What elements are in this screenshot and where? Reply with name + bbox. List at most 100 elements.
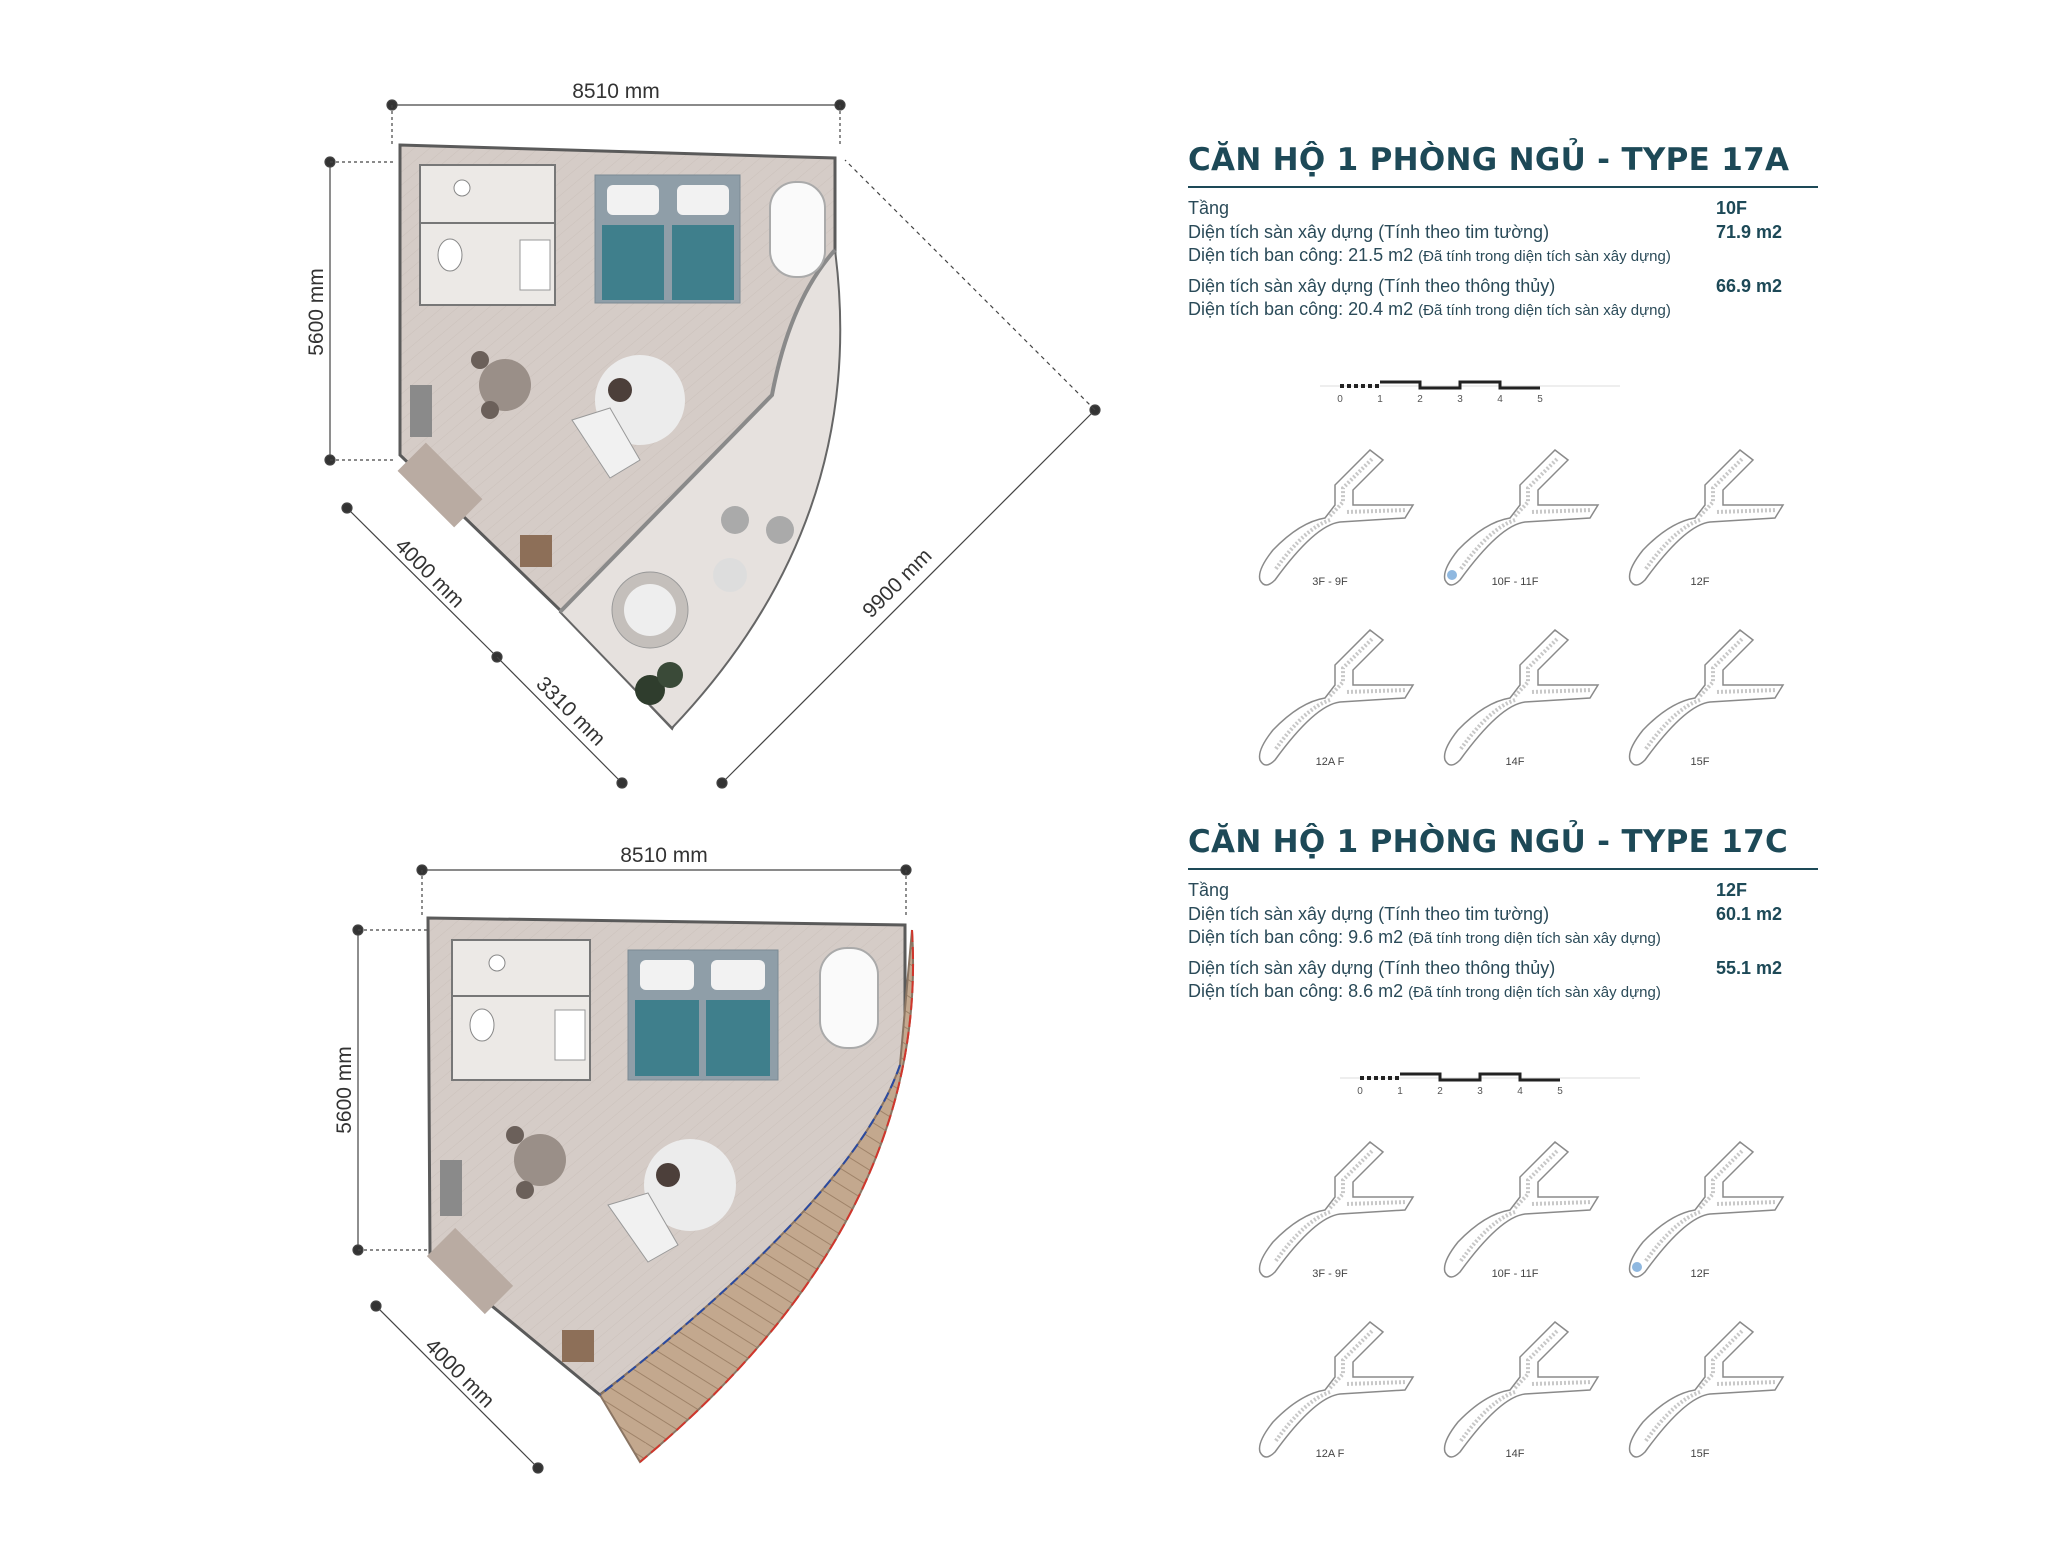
building-outline — [1258, 449, 1415, 586]
info-row-area-clear: Diện tích sàn xây dựng (Tính theo thông … — [1188, 274, 1818, 298]
dimension-top: 8510 mm — [572, 80, 660, 103]
key-plans-17a: 0 1 2 3 4 5 3F - 9F 10F - 11F 12F 12A F 14F 1… — [1258, 380, 1785, 768]
info-row-balcony-clear: Diện tích ban công: 8.6 m2 (Đã tính tron… — [1188, 980, 1818, 1002]
building-outline — [1258, 629, 1415, 766]
apartment-title: CĂN HỘ 1 PHÒNG NGỦ - TYPE 17C — [1188, 824, 1818, 870]
info-row-balcony-wall: Diện tích ban công: 9.6 m2 (Đã tính tron… — [1188, 926, 1818, 948]
info-row-balcony-clear: Diện tích ban công: 20.4 m2 (Đã tính tro… — [1188, 298, 1818, 320]
info-row-balcony-wall: Diện tích ban công: 21.5 m2 (Đã tính tro… — [1188, 244, 1818, 266]
info-row-area-clear: Diện tích sàn xây dựng (Tính theo thông … — [1188, 956, 1818, 980]
key-plans-17c: 0 1 2 3 4 5 3F - 9F 10F - 11F 12F 12A F 14F 1… — [1258, 1072, 1785, 1460]
info-row-area-wall: Diện tích sàn xây dựng (Tính theo tim tư… — [1188, 220, 1818, 244]
key-plan: 12A F — [1258, 629, 1415, 768]
info-value: 71.9 m2 — [1716, 222, 1783, 242]
info-row-floor: Tầng 10F — [1188, 196, 1818, 220]
building-outline — [1628, 1321, 1785, 1458]
building-outline — [1443, 1321, 1600, 1458]
floor-plan-17c: 8510 mm 5600 mm 4000 mm — [333, 844, 914, 1474]
unit-hatch — [1643, 636, 1778, 752]
scale-label: 3 — [1477, 1086, 1483, 1097]
info-note: (Đã tính trong diện tích sàn xây dựng) — [1408, 984, 1661, 1001]
scale-bar: 0 1 2 3 4 5 — [1340, 1072, 1640, 1097]
key-plan-label: 12F — [1691, 1268, 1710, 1280]
info-value: 12F — [1716, 880, 1748, 900]
info-note: (Đã tính trong diện tích sàn xây dựng) — [1408, 930, 1661, 947]
key-plan: 15F — [1628, 629, 1785, 768]
unit-hatch — [1273, 1148, 1408, 1264]
info-value: 55.1 m2 — [1716, 958, 1783, 978]
scale-label: 2 — [1417, 394, 1423, 405]
info-row-floor: Tầng 12F — [1188, 878, 1818, 902]
building-outline — [1443, 629, 1600, 766]
unit-hatch — [1273, 1328, 1408, 1444]
info-label: Diện tích sàn xây dựng (Tính theo thông … — [1188, 276, 1556, 296]
apartment-title: CĂN HỘ 1 PHÒNG NGỦ - TYPE 17A — [1188, 142, 1818, 188]
key-plan-label: 10F - 11F — [1492, 1268, 1539, 1280]
scale-label: 0 — [1357, 1086, 1363, 1097]
info-label: Diện tích ban công: 9.6 m2 — [1188, 927, 1404, 947]
key-plan-label: 3F - 9F — [1312, 576, 1348, 588]
scale-label: 4 — [1517, 1086, 1523, 1097]
info-label: Diện tích sàn xây dựng (Tính theo thông … — [1188, 958, 1556, 978]
key-plan-label: 14F — [1506, 1448, 1525, 1460]
key-plan: 3F - 9F — [1258, 1141, 1415, 1280]
building-outline — [1258, 1321, 1415, 1458]
key-plan-label: 12F — [1691, 576, 1710, 588]
key-plan: 12F — [1628, 1141, 1785, 1280]
info-value: 60.1 m2 — [1716, 904, 1783, 924]
key-plan: 10F - 11F — [1443, 1141, 1600, 1280]
apartment-info-17c: CĂN HỘ 1 PHÒNG NGỦ - TYPE 17C Tầng 12F D… — [1188, 824, 1818, 1002]
scale-label: 4 — [1497, 394, 1503, 405]
info-label: Diện tích ban công: 21.5 m2 — [1188, 245, 1414, 265]
key-plan: 14F — [1443, 1321, 1600, 1460]
info-label: Tầng — [1188, 880, 1230, 900]
scale-label: 3 — [1457, 394, 1463, 405]
key-plan-label: 12A F — [1316, 756, 1345, 768]
unit-hatch — [1273, 636, 1408, 752]
key-plan-label: 10F - 11F — [1492, 576, 1539, 588]
info-label: Tầng — [1188, 198, 1230, 218]
scale-label: 1 — [1377, 394, 1383, 405]
unit-hatch — [1458, 1328, 1593, 1444]
building-outline — [1628, 1141, 1785, 1278]
unit-hatch — [1643, 1328, 1778, 1444]
dimension-diag-right: 9900 mm — [858, 544, 936, 622]
key-plan: 15F — [1628, 1321, 1785, 1460]
unit-hatch — [1458, 636, 1593, 752]
dimension-diag-left: 4000 mm — [391, 534, 469, 612]
key-plan-label: 15F — [1691, 1448, 1710, 1460]
dimension-left: 5600 mm — [333, 1046, 356, 1134]
info-label: Diện tích sàn xây dựng (Tính theo tim tư… — [1188, 222, 1550, 242]
info-note: (Đã tính trong diện tích sàn xây dựng) — [1418, 302, 1671, 319]
key-plan: 12F — [1628, 449, 1785, 588]
unit-hatch — [1458, 1148, 1593, 1264]
scale-label: 1 — [1397, 1086, 1403, 1097]
building-outline — [1258, 1141, 1415, 1278]
scale-label: 0 — [1337, 394, 1343, 405]
scale-label: 5 — [1537, 394, 1543, 405]
dimension-lines — [352, 864, 912, 1474]
info-row-area-wall: Diện tích sàn xây dựng (Tính theo tim tư… — [1188, 902, 1818, 926]
key-plan-label: 12A F — [1316, 1448, 1345, 1460]
dimension-lines — [324, 99, 1101, 789]
key-plan: 12A F — [1258, 1321, 1415, 1460]
info-note: (Đã tính trong diện tích sàn xây dựng) — [1418, 248, 1671, 265]
dimension-left: 5600 mm — [305, 268, 328, 356]
key-plan-label: 15F — [1691, 756, 1710, 768]
key-plan-label: 14F — [1506, 756, 1525, 768]
unit-hatch — [1273, 456, 1408, 572]
building-outline — [1443, 1141, 1600, 1278]
info-value: 10F — [1716, 198, 1748, 218]
key-plan-label: 3F - 9F — [1312, 1268, 1348, 1280]
key-plan: 3F - 9F — [1258, 449, 1415, 588]
key-plan: 14F — [1443, 629, 1600, 768]
building-outline — [1628, 629, 1785, 766]
unit-highlight — [1447, 570, 1457, 580]
scale-label: 2 — [1437, 1086, 1443, 1097]
floor-plan-17a: 8510 mm 5600 mm 4000 mm 3310 mm 9900 mm — [305, 80, 1101, 789]
unit-hatch — [1458, 456, 1593, 572]
dimension-top: 8510 mm — [620, 844, 708, 867]
building-outline — [1628, 449, 1785, 586]
dimension-diag-balcony: 3310 mm — [532, 672, 610, 750]
